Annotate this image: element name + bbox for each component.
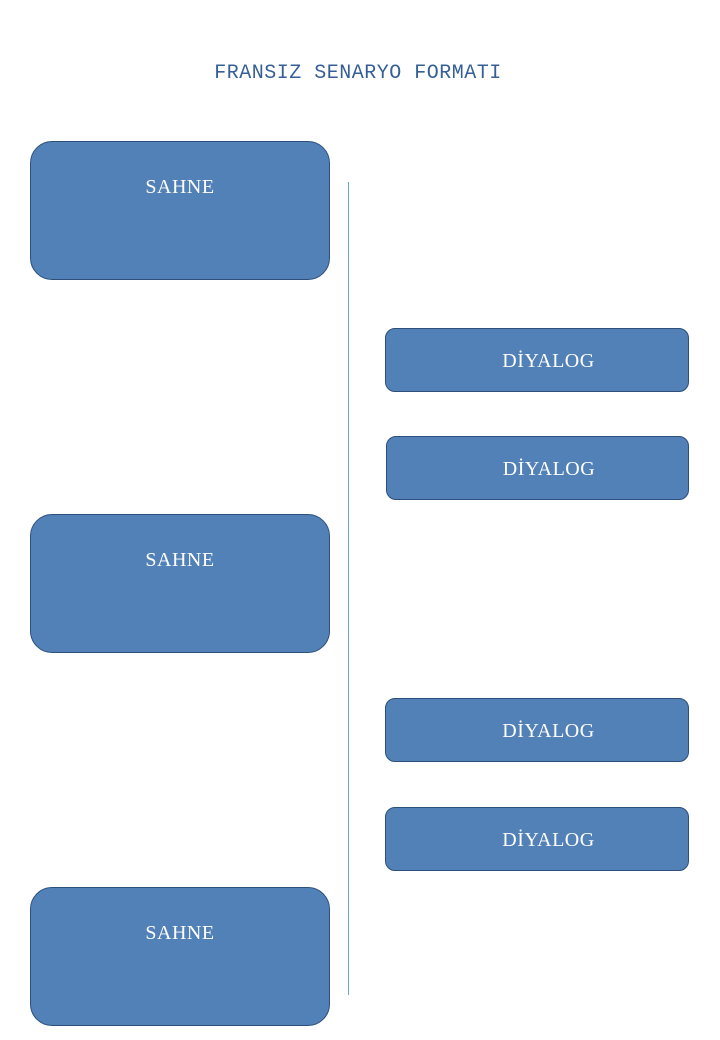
timeline-divider (348, 182, 349, 995)
page-title: FRANSIZ SENARYO FORMATI (214, 62, 502, 85)
dialog-label: DİYALOG (502, 458, 596, 480)
dialog-box-3[interactable]: DİYALOG (385, 698, 689, 762)
dialog-box-2[interactable]: DİYALOG (386, 436, 689, 500)
scene-label: SAHNE (145, 549, 215, 571)
dialog-box-1[interactable]: DİYALOG (385, 328, 689, 392)
scene-label: SAHNE (145, 922, 215, 944)
dialog-label: DİYALOG (502, 350, 595, 372)
dialog-label: DİYALOG (502, 720, 595, 742)
scene-box-1[interactable]: SAHNE (30, 141, 330, 280)
scene-label: SAHNE (145, 176, 215, 198)
dialog-box-4[interactable]: DİYALOG (385, 807, 689, 871)
scene-box-3[interactable]: SAHNE (30, 887, 330, 1026)
scene-box-2[interactable]: SAHNE (30, 514, 330, 653)
dialog-label: DİYALOG (502, 829, 595, 851)
